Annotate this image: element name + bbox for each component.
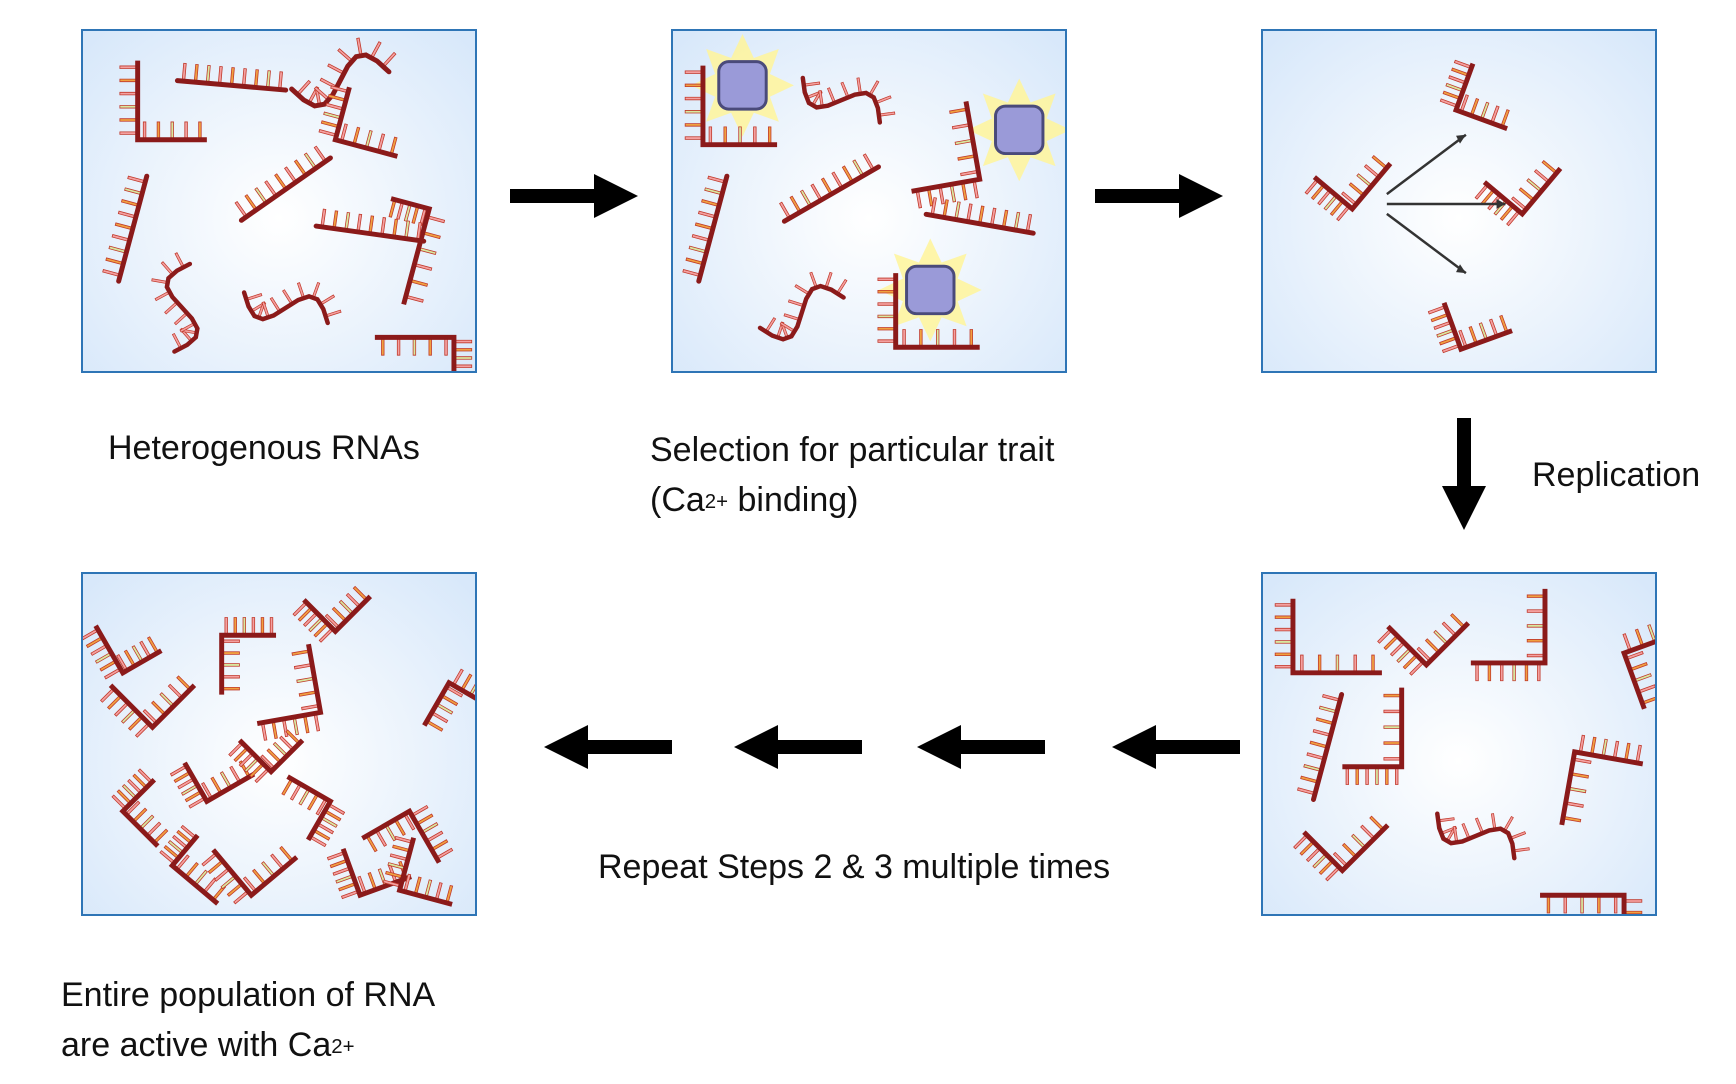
- rna-strand-folded: [281, 774, 346, 848]
- rna-strand-straight: [682, 173, 730, 284]
- rna-strand-folded: [1304, 155, 1393, 222]
- calcium-ion-icon: [967, 78, 1065, 182]
- rna-strand-folded: [201, 845, 299, 905]
- rna-strand-folded: [1540, 892, 1643, 914]
- rna-strand-folded: [382, 835, 454, 907]
- label-replication: Replication: [1532, 456, 1701, 494]
- rna-strand-straight: [313, 208, 427, 244]
- panel-replication-source: [1261, 29, 1657, 373]
- panel-replicated-pool: [1261, 572, 1657, 916]
- rna-strand-straight: [923, 197, 1036, 236]
- panel-heterogenous-rnas: [81, 29, 477, 373]
- rna-pool-final: [83, 585, 475, 907]
- rna-strand-unfolded: [289, 37, 397, 109]
- label-final-line1: Entire population of RNA: [61, 976, 436, 1014]
- rna-strand-folded: [256, 643, 324, 741]
- rna-strand-unfolded: [151, 252, 200, 354]
- arrow-down-icon: [1442, 418, 1486, 530]
- rna-strand-folded: [169, 760, 256, 809]
- rna-strand-folded: [1427, 301, 1513, 354]
- label-selection: Selection for particular trait (Ca2+ bin…: [650, 425, 1054, 525]
- rna-pool-selection: [682, 33, 1065, 350]
- rna-strand-folded: [388, 196, 446, 306]
- rna-strand-folded: [1377, 613, 1471, 676]
- rna-strand-folded: [1293, 815, 1390, 882]
- rna-pool-replicated: [1274, 588, 1655, 914]
- rna-strand-folded: [911, 100, 983, 209]
- rna-replication-diagram: [1304, 59, 1563, 354]
- rna-strand-folded: [1474, 159, 1563, 227]
- rna-strand-folded: [119, 60, 207, 143]
- rna-strand-straight: [174, 62, 289, 93]
- arrow-left-icon: [917, 725, 1045, 769]
- rna-strand-folded: [1559, 734, 1644, 826]
- label-heterogenous-rnas: Heterogenous RNAs: [108, 429, 420, 467]
- arrow-left-icon: [734, 725, 862, 769]
- rna-strand-folded: [83, 624, 163, 680]
- rna-strand-straight: [234, 145, 333, 223]
- rna-strand-folded: [159, 824, 227, 906]
- rna-strand-folded: [1274, 598, 1382, 676]
- rna-strand-folded: [292, 585, 373, 643]
- rna-strand-straight: [779, 153, 881, 224]
- rna-strand-straight: [102, 173, 150, 284]
- calcium-ion-icon: [878, 238, 982, 342]
- label-final-line2: are active with Ca2+: [61, 1026, 355, 1064]
- rna-strand-folded: [877, 273, 980, 350]
- rna-strand-folded: [422, 668, 475, 732]
- rna-strand-folded: [318, 85, 399, 159]
- rna-strand-folded: [100, 675, 197, 738]
- rna-strand-folded: [684, 65, 778, 148]
- rna-strand-unfolded: [1435, 811, 1530, 861]
- rna-strand-unfolded: [241, 281, 342, 326]
- calcium-ion-icon: [691, 33, 794, 137]
- rna-strand-folded: [111, 768, 169, 848]
- rna-pool-mixed: [102, 37, 473, 371]
- arrow-right-icon: [1095, 174, 1223, 218]
- arrow-left-icon: [544, 725, 672, 769]
- label-selection-line1: Selection for particular trait: [650, 431, 1055, 469]
- panel-selection: [671, 29, 1067, 373]
- rna-strand-folded: [1620, 623, 1655, 710]
- arrow-right-icon: [510, 174, 638, 218]
- label-selection-line2: (Ca2+ binding): [650, 481, 859, 519]
- rna-strand-folded: [374, 334, 473, 371]
- rna-strand-folded: [1342, 687, 1405, 785]
- rna-strand-unfolded: [757, 271, 848, 342]
- rna-strand-folded: [228, 729, 305, 784]
- rna-strand-folded: [361, 804, 454, 864]
- label-repeat-steps: Repeat Steps 2 & 3 multiple times: [598, 848, 1111, 886]
- arrow-left-icon: [1112, 725, 1240, 769]
- rna-strand-folded: [219, 617, 277, 695]
- rna-strand-folded: [1470, 588, 1548, 682]
- rna-strand-folded: [1439, 59, 1510, 131]
- label-final-population: Entire population of RNA are active with…: [61, 970, 435, 1070]
- rna-strand-unfolded: [800, 75, 896, 125]
- panel-final-population: [81, 572, 477, 916]
- rna-strand-straight: [1297, 691, 1345, 802]
